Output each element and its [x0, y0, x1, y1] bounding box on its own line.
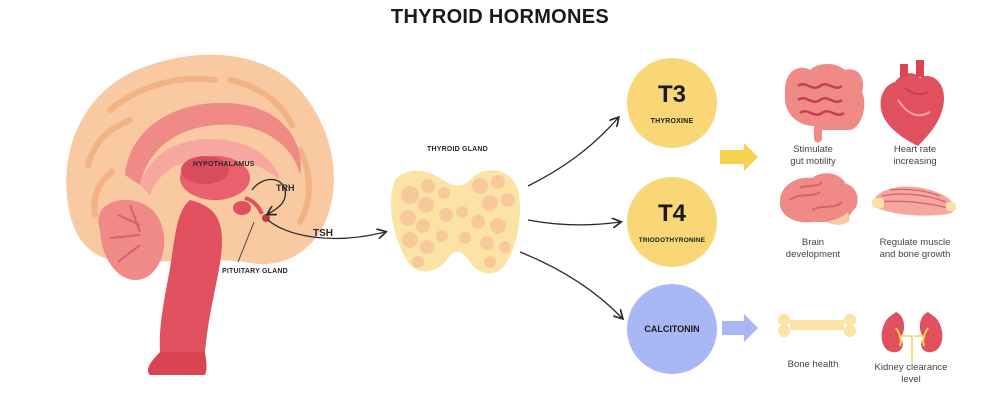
effect-caption-gut-line2: gut motility	[790, 156, 836, 167]
effects-arrow-yellow	[720, 143, 758, 171]
hormone-t4-circle: T4 TRIODOTHYRONINE	[627, 177, 717, 267]
effect-caption-muscle-line1: Regulate muscle	[879, 237, 951, 248]
pituitary-stalk	[244, 196, 264, 215]
corpus-callosum	[125, 102, 301, 185]
thyroid-lobules	[400, 175, 515, 268]
effect-caption-heart: Heart rate increasing	[860, 144, 970, 168]
brain-gyri	[85, 75, 312, 225]
tsh-arrow	[267, 219, 385, 240]
effect-caption-bone-line1: Bone health	[787, 359, 839, 370]
thyroid-gland-illustration	[390, 170, 521, 274]
thyroid-gland-label: THYROID GLAND	[427, 146, 488, 153]
hormone-calcitonin-circle: CALCITONIN	[627, 284, 717, 374]
bone-icon	[778, 314, 856, 337]
pituitary-gland	[233, 201, 251, 215]
effect-caption-brain-line1: Brain	[801, 237, 825, 248]
arrow-to-t4	[527, 220, 620, 225]
hormone-t4-symbol: T4	[657, 199, 686, 227]
pituitary-gland-label: PITUITARY GLAND	[222, 268, 288, 275]
trh-label: TRH	[276, 183, 295, 193]
brain-icon	[779, 173, 858, 225]
trh-arrow	[251, 178, 287, 215]
effects-arrow-blue	[722, 314, 758, 342]
arrow-to-t3	[527, 118, 618, 187]
effect-caption-bone: Bone health	[758, 359, 868, 371]
brain-sagittal-illustration	[66, 54, 334, 375]
intestine-icon	[785, 64, 865, 143]
arrow-to-calcitonin	[519, 251, 622, 318]
diagram-title: THYROID HORMONES	[390, 6, 610, 28]
effect-caption-gut: Stimulate gut motility	[758, 144, 868, 168]
effect-caption-gut-line1: Stimulate	[793, 144, 833, 155]
effect-caption-kidney: Kidney clearance level	[856, 362, 966, 386]
hormone-t3-name: THYROXINE	[650, 117, 694, 125]
effect-caption-kidney-line1: Kidney clearance	[874, 362, 948, 373]
hormone-t3-circle: T3 THYROXINE	[627, 58, 717, 148]
brainstem	[159, 200, 222, 352]
heart-icon	[880, 60, 944, 146]
effect-caption-heart-line1: Heart rate	[893, 144, 937, 155]
pituitary-leader-line	[237, 221, 255, 263]
hypothalamus-label: HYPOTHALAMUS	[193, 161, 255, 168]
cerebellum	[98, 199, 165, 280]
hormone-t4-name: TRIODOTHYRONINE	[638, 236, 706, 244]
hormone-t3-symbol: T3	[657, 80, 686, 108]
effect-caption-muscle-line2: and bone growth	[879, 249, 951, 260]
tsh-label: TSH	[313, 228, 333, 239]
effect-caption-muscle: Regulate muscle and bone growth	[860, 237, 970, 261]
hormone-calcitonin-name: CALCITONIN	[644, 324, 700, 334]
effect-caption-brain-line2: development	[785, 249, 841, 260]
effect-caption-heart-line2: increasing	[893, 156, 937, 167]
kidneys-icon	[881, 312, 943, 362]
muscle-icon	[872, 186, 956, 216]
effect-caption-kidney-line2: level	[901, 374, 921, 385]
effect-caption-brain: Brain development	[758, 237, 868, 261]
